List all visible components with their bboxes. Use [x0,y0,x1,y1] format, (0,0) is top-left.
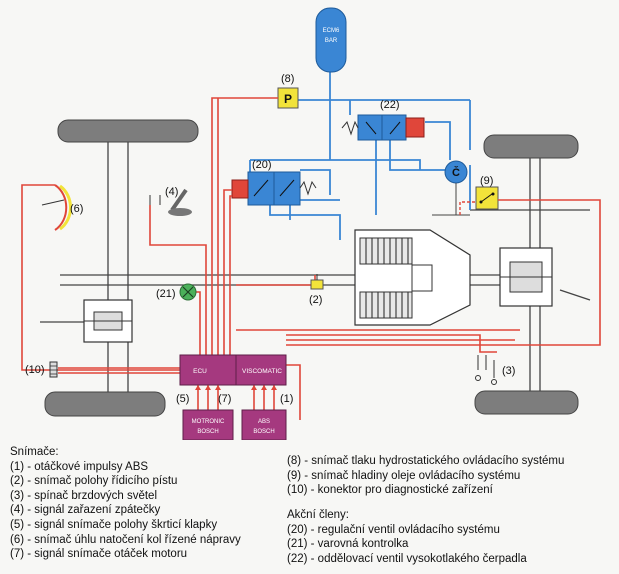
callout-7: (7) [218,393,231,405]
callout-10: (10) [25,364,45,376]
input-arrows [195,385,277,390]
callout-4: (4) [165,186,178,198]
front-differential [83,299,133,343]
motronic-label-1: MOTRONIC [192,419,225,425]
axles-frame [40,142,591,392]
isolation-valve-22 [341,114,425,141]
accumulator-tank: ECM6 BAR [315,7,347,73]
tire-rear-right-bottom [474,390,579,415]
callout-21: (21) [156,288,176,300]
legend-actuators-heading: Akční členy: [287,509,349,521]
legend-sensor-item: (3) - spínač brzdových světel [10,489,158,502]
level-sensor-dashed-line [459,201,476,215]
steering-angle-sensor-6 [41,184,72,231]
piston-position-sensor-2 [310,274,324,290]
abs-label-1: ABS [258,419,270,425]
pressure-sensor-8: P [277,87,299,109]
motronic-label-2: BOSCH [197,429,218,435]
legend-sensor-item: (1) - otáčkové impulsy ABS [10,460,149,473]
tire-rear-right [483,134,579,159]
tire-front-left-bottom [44,391,166,417]
hydraulic-lines [249,70,471,240]
tank-label-1: ECM6 [323,28,340,34]
viscous-coupling [354,229,471,326]
legend-actuator-item: (20) - regulační ventil ovládacího systé… [287,523,500,536]
callout-5: (5) [176,393,189,405]
tank-label-2: BAR [325,38,338,44]
legend-actuator-item: (21) - varovná kontrolka [287,538,409,551]
legend-sensor-item: (6) - snímač úhlu natočení kol řízené ná… [10,533,241,546]
legend-sensors: Snímače: (1) - otáčkové impulsy ABS (2) … [10,445,241,562]
abs-label-2: BOSCH [253,429,274,435]
legend-sensor-item: (10) - konektor pro diagnostické zařízen… [287,484,493,497]
legend-sensor-item: (9) - snímač hladiny oleje ovládacího sy… [287,469,521,482]
legend-sensors-continued: (8) - snímač tlaku hydrostatického ovlád… [287,454,564,498]
brake-light-switch-3 [475,355,497,385]
warning-lamp-21 [179,283,197,301]
abs-unit: ABS BOSCH [241,409,287,440]
callout-3: (3) [502,365,515,377]
legend-sensor-item: (2) - snímač polohy řídicího pístu [10,475,178,488]
callout-2: (2) [309,294,322,306]
signal-wires [21,97,601,420]
callout-6: (6) [70,203,83,215]
callout-8: (8) [281,73,294,85]
callouts: (8) (22) (20) (9) (4) (6) (21) (2) (10) … [25,73,515,405]
legend-actuators: Akční členy: (20) - regulační ventil ovl… [287,508,527,566]
callout-1: (1) [280,393,293,405]
viscomatic-system-diagram: ECM6 BAR Č P [21,7,601,440]
callout-9: (9) [480,175,493,187]
tires [44,119,579,417]
pump-symbol: Č [452,166,460,179]
tire-front-left [57,119,199,143]
legend-sensor-item: (7) - signál snímače otáček motoru [10,548,188,561]
legend-sensor-item: (5) - signál snímače polohy škrticí klap… [10,518,218,531]
ecu-unit: ECU VISCOMATIC [179,354,287,386]
motronic-unit: MOTRONIC BOSCH [182,409,234,440]
control-valve-20 [231,171,317,206]
ecu-label: ECU [193,368,207,375]
legend-sensor-item: (8) - snímač tlaku hydrostatického ovlád… [287,455,565,467]
rear-differential [499,247,553,307]
pressure-sensor-symbol: P [284,92,292,106]
callout-20: (20) [252,159,272,171]
diagnostic-connector-10 [49,361,58,378]
legend-sensors-heading: Snímače: [10,446,59,458]
legend-sensor-item: (4) - signál zařazení zpátečky [10,504,161,517]
viscomatic-label: VISCOMATIC [242,368,282,375]
callout-22: (22) [380,99,400,111]
reverse-switch-4 [149,188,192,216]
high-pressure-pump: Č [432,160,470,216]
legend-actuator-item: (22) - oddělovací ventil vysokotlakého č… [287,552,527,565]
oil-level-sensor-9 [475,186,499,210]
